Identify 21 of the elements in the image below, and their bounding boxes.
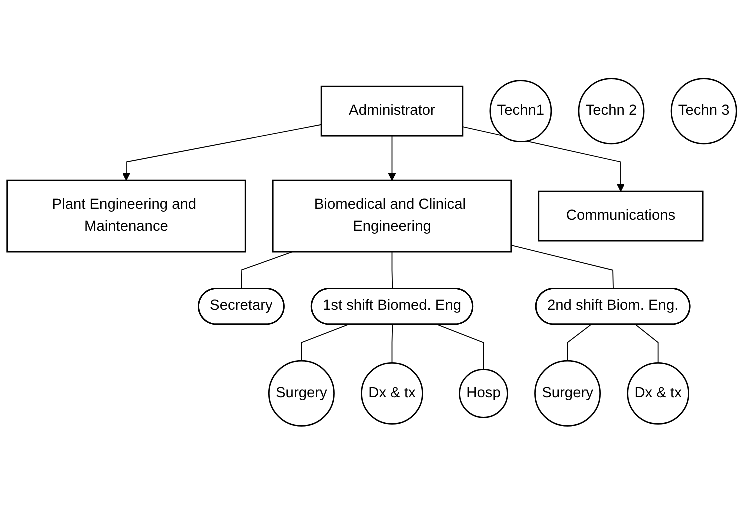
connector (635, 324, 659, 364)
node-circle: Techn 3 (670, 78, 738, 145)
connector (437, 324, 484, 370)
connector (301, 324, 348, 362)
node-circle: Dx & tx (361, 362, 424, 425)
node-box: Plant Engineering and Maintenance (6, 180, 246, 253)
connector (567, 324, 592, 362)
connector (510, 245, 614, 290)
node-box: Administrator (320, 86, 464, 137)
node-circle: Surgery (534, 360, 602, 427)
node-circle: Dx & tx (627, 362, 690, 425)
arrow (388, 136, 396, 181)
connector (392, 252, 394, 290)
node-box: Communications (538, 190, 704, 242)
arrow (122, 124, 322, 181)
connector (392, 324, 394, 364)
node-circle: Techn1 (490, 80, 552, 143)
node-circle: Techn 2 (578, 78, 645, 145)
node-box: Biomedical and Clinical Engineering (272, 180, 512, 253)
node-circle: Surgery (268, 360, 335, 427)
node-circle: Hosp (459, 368, 508, 418)
